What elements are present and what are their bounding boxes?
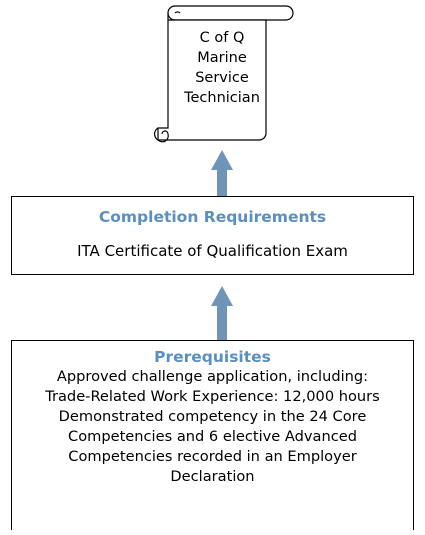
prerequisites-text: Approved challenge application, includin… [12,367,413,487]
certificate-text: C of Q Marine Service Technician [168,28,276,108]
completion-title: Completion Requirements [98,208,327,226]
certificate-line: Technician [184,90,260,106]
prerequisite-line: Declaration [170,468,255,485]
prerequisite-line: Approved challenge application, includin… [56,368,369,385]
completion-text: ITA Certificate of Qualification Exam [77,242,348,260]
prerequisite-line: Competencies recorded in an Employer [68,448,357,465]
arrow-up-1 [211,150,233,196]
scroll-bottom-curl [154,127,169,143]
scroll-body [157,19,267,141]
prerequisites-box: Prerequisites Approved challenge applica… [11,340,414,530]
prerequisite-line: Trade-Related Work Experience: 12,000 ho… [45,388,380,405]
certificate-line: C of Q [199,30,245,46]
certificate-line: Marine [197,50,247,66]
prerequisite-line: Competencies and 6 elective Advanced [68,428,357,445]
arrow-up-2 [211,286,233,340]
prerequisite-line: Demonstrated competency in the 24 Core [58,408,367,425]
certificate-line: Service [195,70,249,86]
scroll-top-roll [167,5,294,21]
scroll-top-curl [174,11,181,14]
completion-requirements-box: Completion Requirements ITA Certificate … [11,196,414,275]
prerequisites-title: Prerequisites [154,348,271,366]
